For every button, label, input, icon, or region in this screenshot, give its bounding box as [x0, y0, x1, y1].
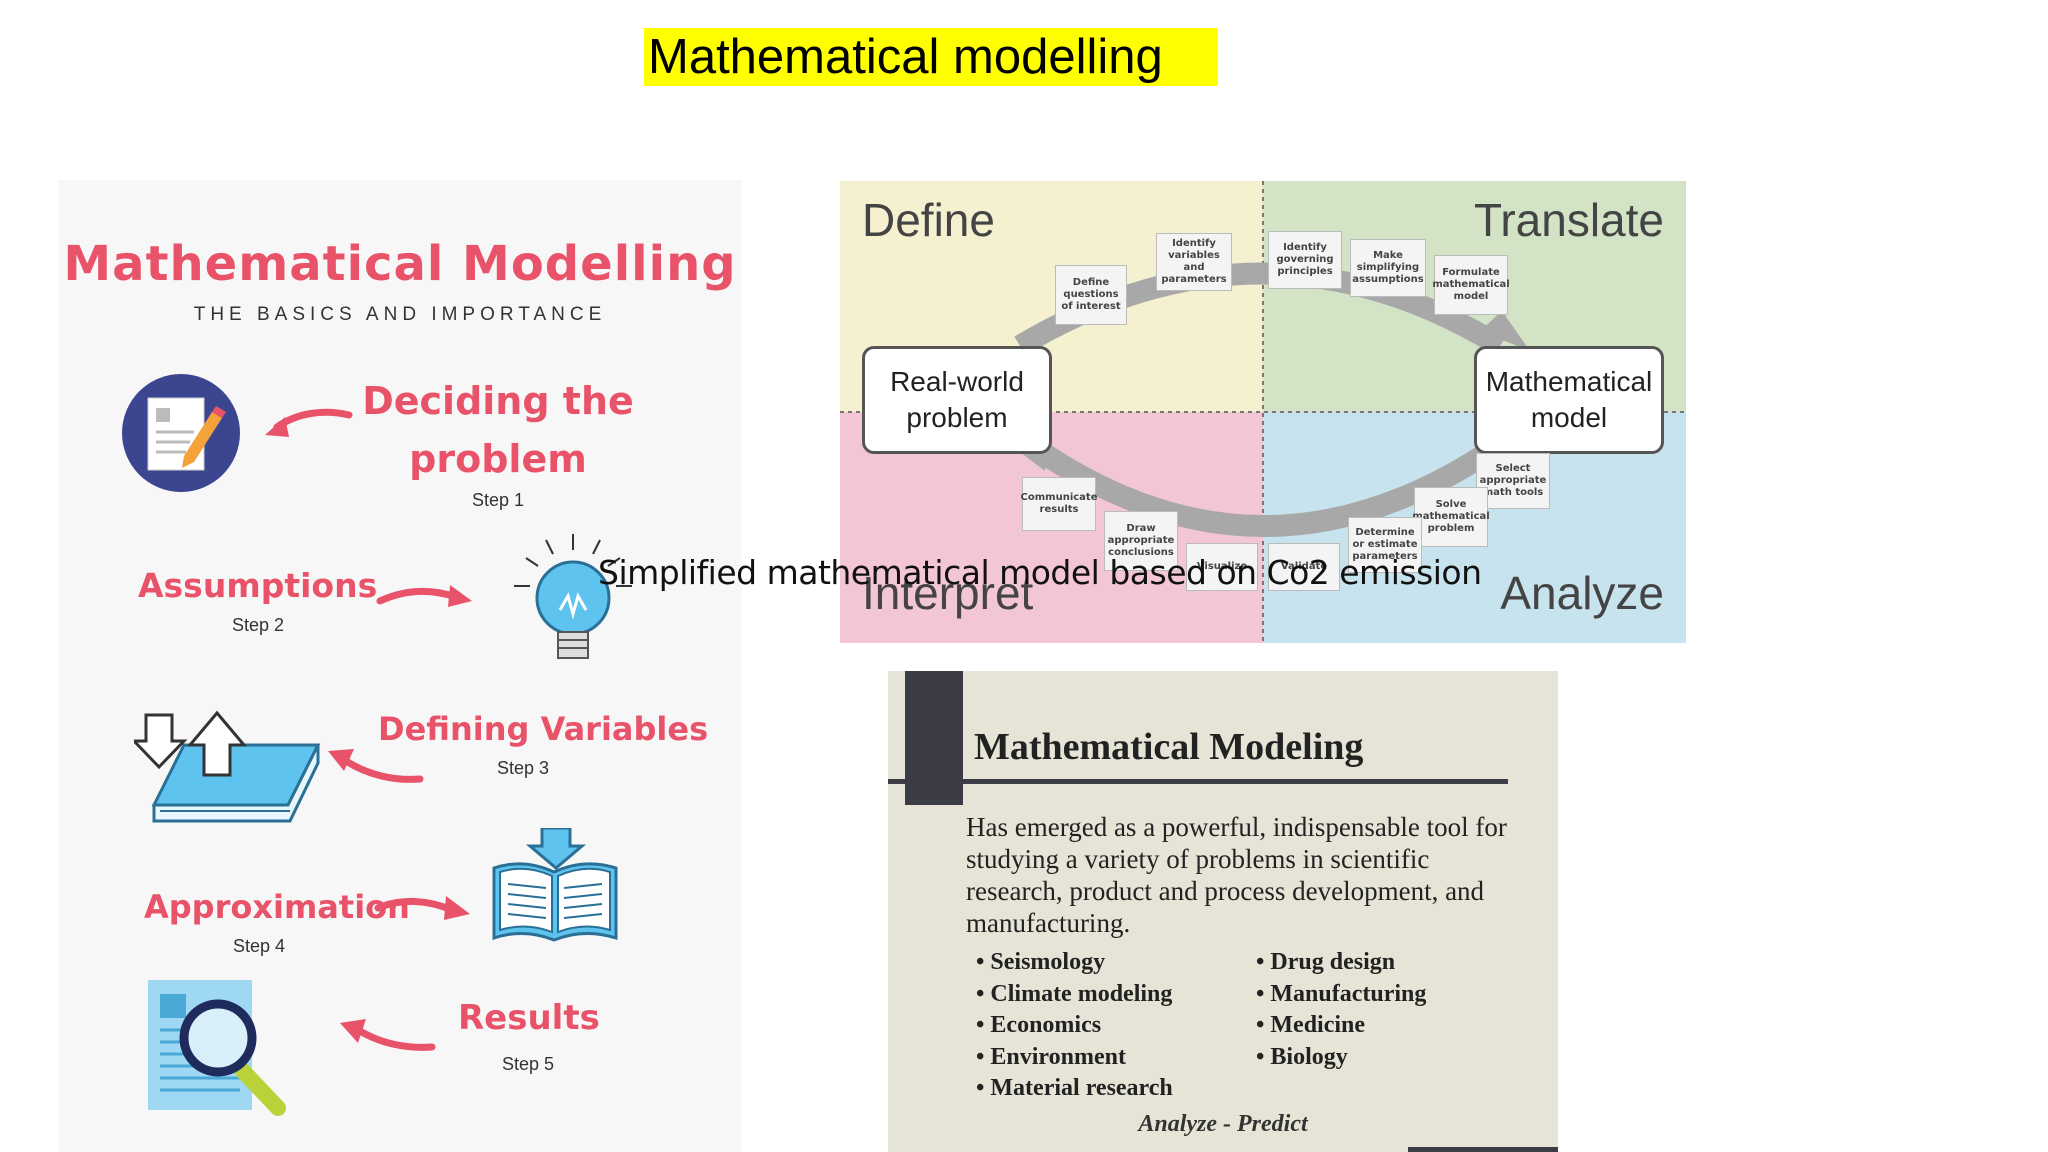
infographic-heading: Mathematical Modelling	[63, 236, 737, 292]
heading-rule	[888, 779, 1508, 784]
step-3-caption: Step 3	[496, 758, 550, 778]
communicate-results-step: Communicate results	[1021, 477, 1097, 531]
lightbulb-icon	[514, 534, 632, 659]
infographic-subheading: THE BASICS AND IMPORTANCE	[193, 304, 607, 325]
step-3-label: Defining Variables	[378, 710, 709, 748]
step-1-label: Deciding the problem	[362, 379, 634, 481]
mm-body-text: Has emerged as a powerful, indispensable…	[966, 812, 1507, 938]
book-upload-icon	[134, 710, 321, 823]
list-item: Manufacturing	[1256, 979, 1426, 1011]
modeling-cycle-diagram: Define Translate Interpret Analyze Real-…	[840, 181, 1686, 643]
overlay-caption: Simplified mathematical model based on C…	[598, 553, 1482, 592]
select-math-tools-step: Select appropriate math tools	[1476, 453, 1550, 509]
slide-title: Mathematical modelling	[644, 28, 1218, 86]
mm-left-list: Seismology Climate modeling Economics En…	[976, 947, 1173, 1105]
list-item: Environment	[976, 1042, 1173, 1074]
arrow-left-icon	[340, 1019, 436, 1051]
step-4-caption: Step 4	[232, 936, 286, 956]
accent-bar	[905, 671, 963, 805]
arrow-right-icon	[374, 896, 470, 920]
list-item: Economics	[976, 1010, 1173, 1042]
footer-rule	[1408, 1147, 1558, 1152]
list-item: Medicine	[1256, 1010, 1426, 1042]
magnifier-document-icon	[148, 980, 286, 1116]
define-questions-step: Define questions of interest	[1055, 265, 1127, 325]
step-2-label: Assumptions	[138, 566, 378, 605]
arrow-left-icon	[328, 749, 424, 783]
arrow-right-icon	[376, 585, 472, 607]
list-item: Climate modeling	[976, 979, 1173, 1011]
list-item: Biology	[1256, 1042, 1426, 1074]
step-2-caption: Step 2	[231, 615, 285, 635]
define-label: Define	[862, 194, 995, 246]
list-item: Material research	[976, 1073, 1172, 1105]
step-5-label: Results	[458, 998, 600, 1038]
mm-footer: Analyze - Predict	[1138, 1111, 1308, 1137]
validate-step: Validate	[1268, 543, 1340, 591]
document-pencil-icon	[122, 374, 240, 492]
step-4-label: Approximation	[144, 888, 410, 926]
mm-heading: Mathematical Modeling	[974, 726, 1364, 768]
list-item: Seismology	[976, 947, 1173, 979]
identify-variables-step: Identify variables and parameters	[1156, 233, 1232, 291]
determine-parameters-step: Determine or estimate parameters	[1348, 517, 1422, 573]
make-assumptions-step: Make simplifying assumptions	[1350, 239, 1426, 297]
mm-right-list: Drug design Manufacturing Medicine Biolo…	[1256, 947, 1426, 1073]
mathematical-modeling-slide: Mathematical Modeling Has emerged as a p…	[888, 671, 1558, 1152]
draw-conclusions-step: Draw appropriate conclusions	[1104, 511, 1178, 571]
step-5-caption: Step 5	[501, 1054, 555, 1074]
solve-problem-step: Solve mathematical problem	[1412, 487, 1490, 547]
open-book-icon	[492, 828, 618, 942]
translate-label: Translate	[1473, 194, 1664, 246]
arrow-left-icon	[265, 408, 353, 437]
formulate-model-step: Formulate mathematical model	[1432, 255, 1510, 315]
interpret-label: Interpret	[862, 567, 1034, 619]
modelling-infographic: Mathematical Modelling THE BASICS AND IM…	[58, 180, 742, 1152]
step-1-caption: Step 1	[471, 490, 525, 510]
list-item: Drug design	[1256, 947, 1426, 979]
identify-principles-step: Identify governing principles	[1268, 231, 1342, 289]
analyze-label: Analyze	[1500, 567, 1664, 619]
visualize-step: Visualize	[1186, 543, 1258, 591]
